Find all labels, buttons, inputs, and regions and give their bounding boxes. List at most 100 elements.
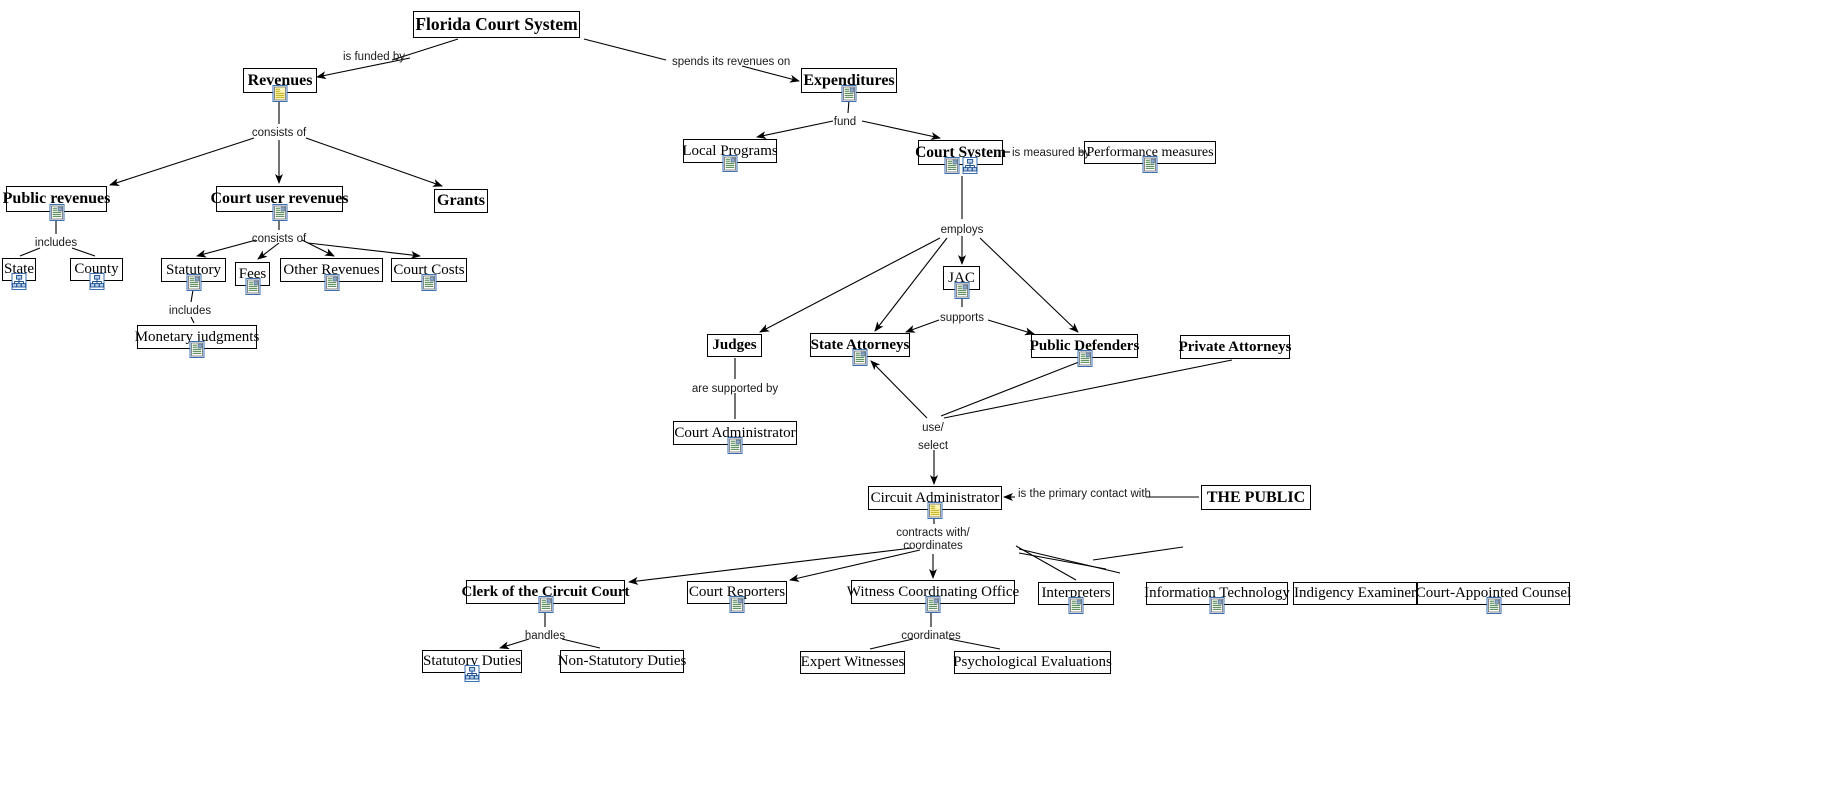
doc-yellow-icon[interactable] — [272, 85, 289, 102]
doc-icon[interactable] — [421, 274, 438, 291]
link-label-includes-statutory[interactable]: includes — [168, 305, 212, 317]
doc-icon[interactable] — [1076, 350, 1093, 367]
node-label-monetary: Monetary judgments — [134, 328, 260, 345]
node-label-otherrev: Other Revenues — [283, 261, 380, 278]
node-icons-perfmeas — [1142, 156, 1159, 173]
link-label-employs[interactable]: employs — [940, 224, 984, 236]
node-icons-courtcosts — [421, 274, 438, 291]
node-indigency[interactable]: Indigency Examiner — [1293, 582, 1417, 605]
doc-icon[interactable] — [244, 278, 261, 295]
node-icons-statutory — [185, 274, 202, 291]
doc-icon[interactable] — [841, 85, 858, 102]
node-county[interactable]: County — [70, 258, 123, 290]
node-icons-revenues — [272, 85, 289, 102]
node-otherrev[interactable]: Other Revenues — [280, 258, 383, 291]
link-label-consists-of-rev[interactable]: consists of — [251, 127, 307, 139]
link-label-coordinates-witness[interactable]: coordinates — [901, 630, 961, 642]
doc-icon[interactable] — [1485, 597, 1502, 614]
doc-icon[interactable] — [729, 596, 746, 613]
doc-icon[interactable] — [727, 437, 744, 454]
doc-icon[interactable] — [925, 596, 942, 613]
tree-icon[interactable] — [961, 157, 978, 174]
node-privatty[interactable]: Private Attorneys — [1179, 335, 1291, 359]
node-circuitadm[interactable]: Circuit Administrator — [868, 486, 1002, 519]
link-label-includes-public[interactable]: includes — [34, 237, 78, 249]
node-monetary[interactable]: Monetary judgments — [135, 325, 259, 358]
doc-icon[interactable] — [323, 274, 340, 291]
node-witness[interactable]: Witness Coordinating Office — [847, 580, 1019, 613]
doc-icon[interactable] — [722, 155, 739, 172]
node-fees[interactable]: Fees — [235, 262, 270, 295]
link-label-is-the-primary-contact-with[interactable]: is the primary contact with — [1018, 488, 1151, 500]
link-label-spends-its-revenues-on[interactable]: spends its revenues on — [672, 56, 791, 68]
link-label-contracts-with[interactable]: contracts with/ — [896, 527, 970, 539]
link-label-use-slash[interactable]: use/ — [922, 422, 944, 434]
doc-icon[interactable] — [852, 349, 869, 366]
node-judges[interactable]: Judges — [707, 334, 762, 357]
link-label-is-measured-by[interactable]: is measured by — [1012, 147, 1090, 159]
doc-yellow-icon[interactable] — [927, 502, 944, 519]
node-nonstat[interactable]: Non-Statutory Duties — [558, 650, 686, 673]
tree-icon[interactable] — [11, 273, 28, 290]
node-appointed[interactable]: Court-Appointed Counsel — [1416, 582, 1571, 614]
node-revenues[interactable]: Revenues — [243, 68, 317, 102]
link-label-coordinates-circuit[interactable]: coordinates — [903, 540, 963, 552]
node-icons-infotech — [1209, 597, 1226, 614]
edge-consists-rev-to-grants — [305, 137, 443, 187]
doc-icon[interactable] — [1209, 597, 1226, 614]
link-label-is-funded-by[interactable]: is funded by — [342, 51, 406, 63]
link-label-consists-of-cur[interactable]: consists of — [251, 233, 307, 245]
node-statduties[interactable]: Statutory Duties — [422, 650, 522, 682]
node-psycheval[interactable]: Psychological Evaluations — [953, 651, 1112, 674]
node-courtuser[interactable]: Court user revenues — [210, 186, 349, 221]
doc-icon[interactable] — [1068, 597, 1085, 614]
node-localprog[interactable]: Local Programs — [682, 139, 778, 172]
edge-employs-to-stateatty — [874, 237, 948, 332]
edge-florida-to-spends — [583, 38, 667, 61]
link-label-supports[interactable]: supports — [939, 312, 985, 324]
edge-contracts-to-reporters — [789, 549, 921, 582]
node-jac[interactable]: JAC — [943, 266, 980, 299]
doc-icon[interactable] — [943, 157, 960, 174]
doc-icon[interactable] — [189, 341, 206, 358]
node-interp[interactable]: Interpreters — [1038, 582, 1114, 614]
doc-icon[interactable] — [953, 282, 970, 299]
doc-icon[interactable] — [1142, 156, 1159, 173]
link-label-fund[interactable]: fund — [833, 116, 857, 128]
doc-icon[interactable] — [271, 204, 288, 221]
node-public[interactable]: THE PUBLIC — [1201, 485, 1311, 510]
node-stateatty[interactable]: State Attorneys — [810, 333, 910, 366]
node-clerk[interactable]: Clerk of the Circuit Court — [461, 580, 630, 613]
node-courtsys[interactable]: Court System — [915, 140, 1006, 174]
node-reporters[interactable]: Court Reporters — [687, 581, 787, 613]
doc-icon[interactable] — [185, 274, 202, 291]
node-statutory[interactable]: Statutory — [161, 258, 226, 291]
edge-fund-to-courtsys — [861, 120, 941, 140]
node-courtadmin[interactable]: Court Administrator — [673, 421, 797, 454]
node-icons-reporters — [729, 596, 746, 613]
node-pubrev[interactable]: Public revenues — [3, 186, 110, 221]
node-courtcosts[interactable]: Court Costs — [391, 258, 467, 291]
tree-icon[interactable] — [88, 273, 105, 290]
node-icons-monetary — [189, 341, 206, 358]
node-florida[interactable]: Florida Court System — [413, 11, 580, 38]
node-label-state: State — [4, 261, 34, 277]
node-expend[interactable]: Expenditures — [801, 68, 897, 102]
tree-icon[interactable] — [464, 665, 481, 682]
node-infotech[interactable]: Information Technology — [1144, 582, 1290, 614]
node-grants[interactable]: Grants — [434, 189, 488, 213]
doc-icon[interactable] — [537, 596, 554, 613]
node-state[interactable]: State — [2, 258, 36, 290]
node-expertwit[interactable]: Expert Witnesses — [800, 651, 905, 674]
node-icons-localprog — [722, 155, 739, 172]
link-label-are-supported-by[interactable]: are supported by — [691, 383, 779, 395]
node-label-stateatty: State Attorneys — [810, 336, 910, 353]
link-label-select[interactable]: select — [917, 440, 949, 452]
edge-consists-cur-to-statutory — [196, 239, 257, 258]
node-pubdef[interactable]: Public Defenders — [1030, 334, 1139, 367]
doc-icon[interactable] — [48, 204, 65, 221]
edge-contracts-to-clerk — [628, 547, 913, 585]
node-label-nonstat: Non-Statutory Duties — [557, 653, 687, 669]
node-perfmeas[interactable]: Performance measures — [1084, 141, 1216, 173]
link-label-handles[interactable]: handles — [524, 630, 566, 642]
